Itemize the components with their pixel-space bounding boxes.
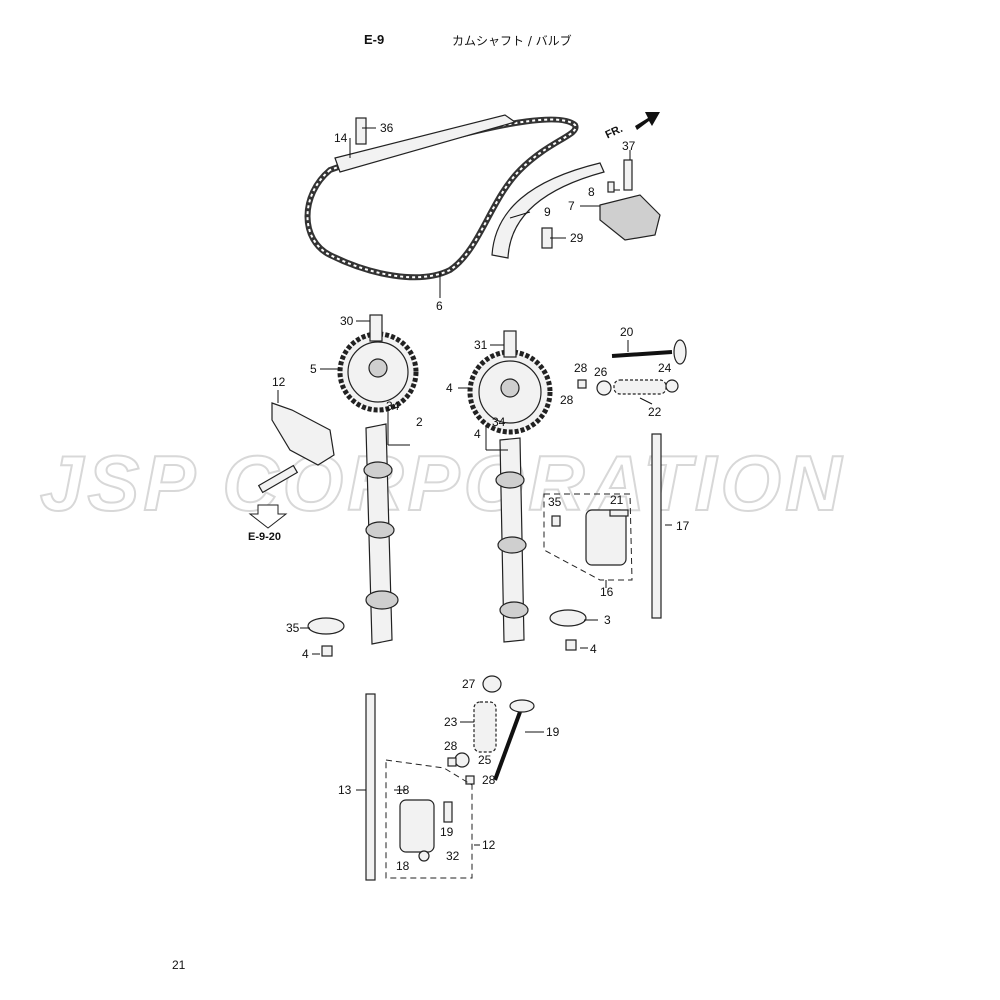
sprocket-bolt-31[interactable] xyxy=(503,330,517,358)
callout: 22 xyxy=(648,405,662,419)
sprocket-bolt-30[interactable] xyxy=(369,314,383,342)
callout: 12 xyxy=(272,375,286,389)
callout: 28 xyxy=(482,773,496,787)
cam-lobe xyxy=(499,601,529,619)
callout: 34 xyxy=(492,415,506,429)
diagram-code: E-9 xyxy=(364,32,385,47)
chain-tensioner[interactable] xyxy=(599,194,661,241)
callout: 4 xyxy=(446,381,453,395)
callout: 34 xyxy=(386,399,400,413)
callout: 6 xyxy=(436,299,443,313)
adjust-screw-23[interactable] xyxy=(443,801,453,823)
callout: 28 xyxy=(574,361,588,375)
rocker-assembly-group xyxy=(543,493,633,581)
valve-cotter[interactable] xyxy=(577,379,587,389)
callout: 28 xyxy=(444,739,458,753)
callout: 18 xyxy=(396,859,410,873)
callout: 27 xyxy=(462,677,476,691)
callout: 20 xyxy=(620,325,634,339)
chain-guide[interactable] xyxy=(334,114,517,173)
callout: 36 xyxy=(380,121,394,135)
front-direction-arrow: FR. xyxy=(604,112,660,141)
callout: 12 xyxy=(482,838,496,852)
valve-seal[interactable] xyxy=(665,379,679,393)
callout: 24 xyxy=(658,361,672,375)
callout: 30 xyxy=(340,314,354,328)
callout: 35 xyxy=(286,621,300,635)
reference-arrow-icon xyxy=(248,504,288,529)
bolt-37[interactable] xyxy=(623,159,633,191)
callout: 19 xyxy=(546,725,560,739)
page-number: 21 xyxy=(172,958,186,972)
callout: 9 xyxy=(544,205,551,219)
valve-spring-25[interactable] xyxy=(473,701,497,753)
intake-cam-sprocket[interactable] xyxy=(467,349,553,435)
callout: 37 xyxy=(622,139,636,153)
nut-33[interactable] xyxy=(551,515,561,527)
callout: 17 xyxy=(676,519,690,533)
retainer-26[interactable] xyxy=(454,752,470,768)
adjust-screw-22[interactable] xyxy=(609,509,629,517)
callout: 13 xyxy=(338,783,352,797)
callout: 25 xyxy=(478,753,492,767)
callout: 29 xyxy=(570,231,584,245)
bolt-4-right[interactable] xyxy=(565,639,577,651)
cover-bracket[interactable] xyxy=(271,402,335,466)
callout: 21 xyxy=(610,493,624,507)
cover-bolt[interactable] xyxy=(257,464,299,494)
callout: 16 xyxy=(600,585,614,599)
cotter-28b[interactable] xyxy=(465,775,475,785)
cam-lobe xyxy=(365,521,395,539)
callout: 4 xyxy=(474,427,481,441)
bolt-36[interactable] xyxy=(355,117,367,145)
callout: 18 xyxy=(396,783,410,797)
callout: 2 xyxy=(416,415,423,429)
valve-spring[interactable] xyxy=(613,379,667,395)
intake-valve[interactable] xyxy=(673,339,687,365)
exhaust-valve[interactable] xyxy=(509,699,535,713)
callout: 35 xyxy=(548,495,562,509)
rocker-arm-16[interactable] xyxy=(399,799,435,853)
nut-32[interactable] xyxy=(418,850,430,862)
callout: 7 xyxy=(568,199,575,213)
exhaust-cam-sprocket[interactable] xyxy=(337,331,419,413)
callout: 8 xyxy=(588,185,595,199)
cam-lobe xyxy=(495,471,525,489)
cam-lobe xyxy=(365,590,399,610)
rocker-arm-assembly[interactable] xyxy=(585,509,627,566)
callout: 23 xyxy=(444,715,458,729)
diagram-title: カムシャフト / バルブ xyxy=(452,34,572,48)
callout-labels: 36 14 37 8 7 9 29 6 30 5 2 34 12 31 4 4 … xyxy=(272,121,690,873)
bolt-4-left[interactable] xyxy=(321,645,333,657)
bolt-10[interactable] xyxy=(607,181,615,193)
callout: 19 xyxy=(440,825,454,839)
cross-reference-label[interactable]: E-9-20 xyxy=(248,531,281,543)
callout: 14 xyxy=(334,131,348,145)
leader-lines xyxy=(277,127,672,846)
valve-seal-27[interactable] xyxy=(482,675,502,693)
intake-valve-stem xyxy=(611,350,673,358)
callout: 32 xyxy=(446,849,460,863)
chain-tensioner-arm[interactable] xyxy=(491,162,605,259)
rocker-shaft-18[interactable] xyxy=(365,693,376,881)
thrust-plate-35[interactable] xyxy=(307,617,345,635)
callout: 26 xyxy=(594,365,608,379)
callout: 4 xyxy=(302,647,309,661)
thrust-plate-3[interactable] xyxy=(549,609,587,627)
spring-retainer[interactable] xyxy=(596,380,612,396)
callout: 31 xyxy=(474,338,488,352)
rocker-shaft-17[interactable] xyxy=(651,433,662,619)
callout: 3 xyxy=(604,613,611,627)
callout: 4 xyxy=(590,642,597,656)
callout: 5 xyxy=(310,362,317,376)
cotter-28[interactable] xyxy=(447,757,457,767)
callout: 28 xyxy=(560,393,574,407)
cam-lobe xyxy=(497,536,527,554)
exhaust-valve-stem xyxy=(493,711,522,781)
cam-lobe xyxy=(363,461,393,479)
